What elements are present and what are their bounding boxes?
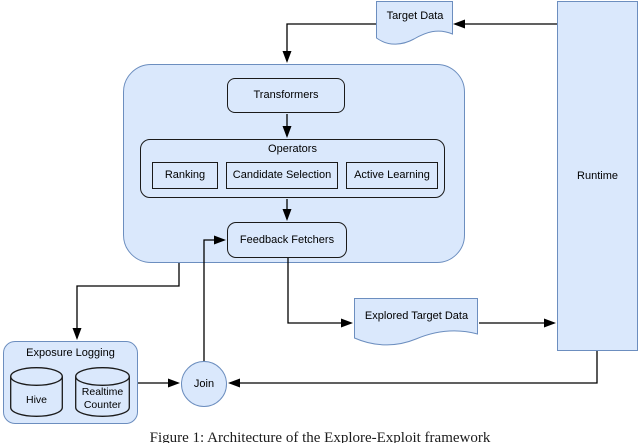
hive-database-node: Hive bbox=[10, 367, 63, 417]
document-shape bbox=[354, 298, 478, 346]
figure-caption: Figure 1: Architecture of the Explore-Ex… bbox=[149, 430, 491, 443]
explored-target-data-node: Explored Target Data bbox=[354, 298, 479, 348]
realtime-counter-label: Realtime Counter bbox=[81, 385, 124, 411]
explored-target-data-label: Explored Target Data bbox=[364, 310, 469, 322]
document-shape bbox=[376, 1, 453, 45]
feedback-fetchers-label: Feedback Fetchers bbox=[239, 233, 335, 246]
exposure-logging-label: Exposure Logging bbox=[26, 347, 115, 359]
candidate-selection-label: Candidate Selection bbox=[232, 169, 332, 182]
transformers-label: Transformers bbox=[253, 89, 319, 102]
join-label: Join bbox=[193, 377, 215, 390]
active-learning-label: Active Learning bbox=[354, 169, 430, 182]
candidate-selection-node: Candidate Selection bbox=[226, 162, 338, 189]
operators-label: Operators bbox=[268, 143, 317, 155]
target-data-label: Target Data bbox=[386, 10, 444, 22]
target-data-node: Target Data bbox=[376, 1, 454, 49]
database-cylinder-shape bbox=[10, 367, 63, 417]
connector-pipeline-to-exposure-logging bbox=[72, 263, 180, 340]
connector-join-to-feedback-fetchers bbox=[203, 235, 226, 361]
connector-target-data-to-pipeline bbox=[282, 23, 376, 63]
connector-runtime-to-join bbox=[228, 351, 598, 388]
runtime-label: Runtime bbox=[577, 169, 618, 182]
realtime-counter-database-node: Realtime Counter bbox=[75, 367, 130, 417]
join-node: Join bbox=[181, 361, 227, 407]
ranking-label: Ranking bbox=[164, 169, 206, 182]
runtime-node: Runtime bbox=[557, 1, 638, 351]
transformers-node: Transformers bbox=[227, 78, 345, 113]
connector-feedback-fetchers-to-explored-data bbox=[287, 258, 353, 328]
hive-label: Hive bbox=[25, 394, 47, 407]
active-learning-node: Active Learning bbox=[346, 162, 438, 189]
feedback-fetchers-node: Feedback Fetchers bbox=[227, 222, 347, 258]
ranking-node: Ranking bbox=[152, 162, 218, 189]
database-cylinder-shape bbox=[75, 367, 130, 417]
